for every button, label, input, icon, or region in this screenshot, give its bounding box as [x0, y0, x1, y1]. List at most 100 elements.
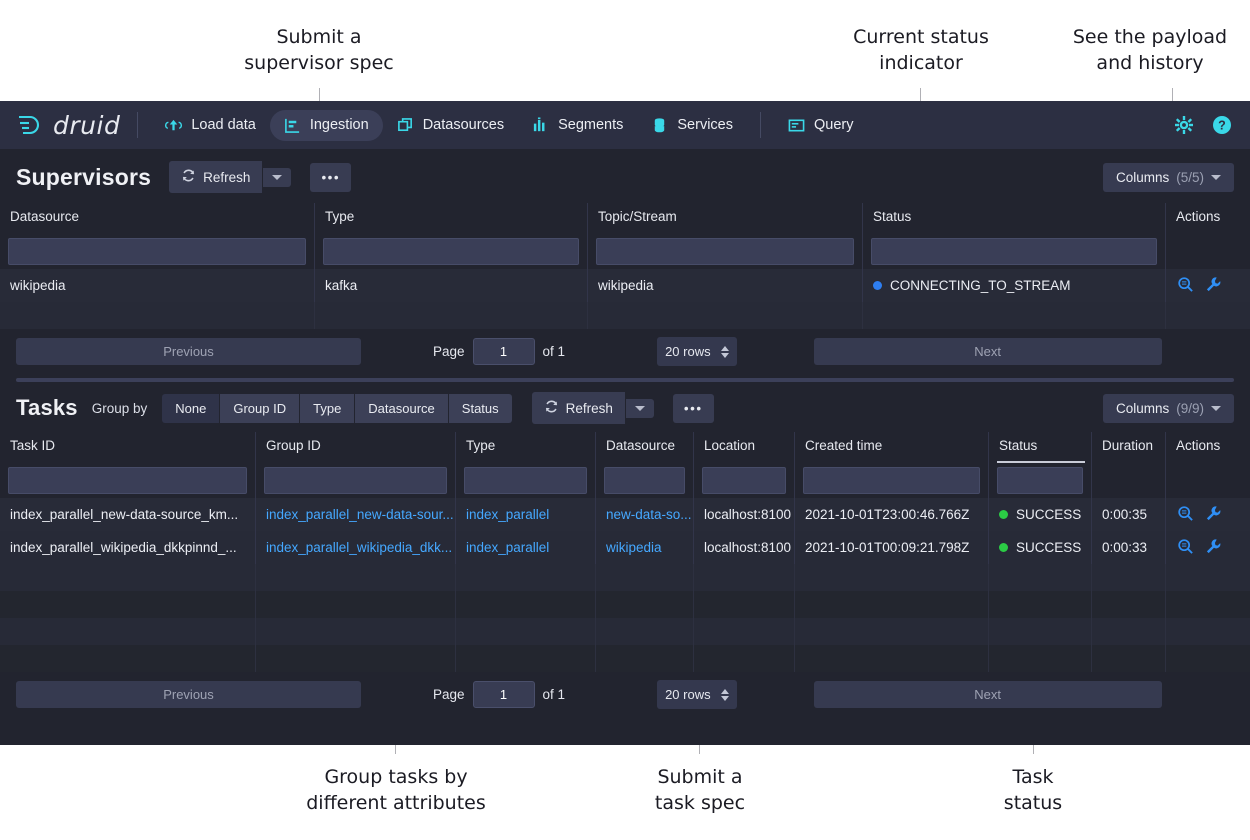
task-actions — [1166, 498, 1250, 531]
tasks-empty-row — [0, 591, 1250, 618]
tasks-filter-task-id[interactable] — [8, 467, 247, 494]
supervisors-header-actions[interactable]: Actions — [1176, 209, 1221, 224]
svg-text:?: ? — [1218, 119, 1226, 133]
tasks-filter-location[interactable] — [702, 467, 786, 494]
upload-cloud-icon — [165, 117, 183, 134]
supervisors-columns-button[interactable]: Columns (5/5) — [1102, 162, 1234, 192]
supervisors-refresh-dropdown[interactable] — [263, 167, 292, 187]
nav-item-load-data[interactable]: Load data — [151, 110, 270, 141]
groupby-none[interactable]: None — [162, 393, 220, 423]
tasks-previous-button[interactable]: Previous — [16, 681, 361, 708]
nav-item-services[interactable]: Services — [637, 110, 747, 141]
callout-see-payload-history: See the payload and history — [1072, 26, 1228, 74]
task-duration: 0:00:33 — [1092, 531, 1166, 564]
task-id: index_parallel_wikipedia_dkkpinnd_... — [0, 531, 256, 564]
chevron-down-icon — [272, 174, 283, 180]
magnify-icon[interactable] — [1177, 538, 1194, 558]
task-datasource[interactable]: new-data-so... — [596, 498, 694, 531]
supervisors-page-input[interactable] — [472, 338, 535, 365]
supervisors-header-datasource[interactable]: Datasource — [0, 203, 315, 234]
supervisors-columns-label: Columns — [1115, 169, 1170, 185]
supervisors-filter-type[interactable] — [323, 238, 579, 265]
task-location: localhost:8100 — [694, 498, 795, 531]
tasks-header-created-time[interactable]: Created time — [795, 432, 989, 463]
tasks-groupby-label: Group by — [91, 400, 148, 416]
supervisors-page-label: Page — [433, 344, 465, 359]
supervisors-next-button[interactable]: Next — [813, 338, 1162, 365]
tasks-empty-row — [0, 564, 1250, 591]
task-type[interactable]: index_parallel — [456, 531, 596, 564]
tasks-table-row[interactable]: index_parallel_wikipedia_dkkpinnd_... in… — [0, 531, 1250, 564]
groupby-type[interactable]: Type — [300, 393, 355, 423]
supervisors-more-button[interactable]: ••• — [310, 162, 352, 192]
supervisors-rows-select[interactable]: 20 rows — [657, 337, 737, 366]
task-type[interactable]: index_parallel — [456, 498, 596, 531]
tasks-header-status[interactable]: Status — [989, 432, 1092, 463]
wrench-icon[interactable] — [1205, 276, 1222, 296]
magnify-icon[interactable] — [1177, 276, 1194, 296]
tasks-header-type[interactable]: Type — [456, 432, 596, 463]
chevron-down-icon — [634, 405, 645, 411]
tasks-header-datasource[interactable]: Datasource — [596, 432, 694, 463]
status-dot-icon — [999, 510, 1008, 519]
supervisors-rows-value: 20 rows — [665, 344, 711, 359]
task-group-id[interactable]: index_parallel_wikipedia_dkk... — [256, 531, 456, 564]
supervisors-header-type[interactable]: Type — [315, 203, 588, 234]
task-created-time: 2021-10-01T00:09:21.798Z — [795, 531, 989, 564]
supervisors-header-status[interactable]: Status — [863, 203, 1166, 234]
task-actions — [1166, 531, 1250, 564]
tasks-more-button[interactable]: ••• — [672, 393, 714, 423]
groupby-status[interactable]: Status — [448, 393, 512, 423]
nav-item-query[interactable]: Query — [774, 110, 868, 141]
task-group-id[interactable]: index_parallel_new-data-sour... — [256, 498, 456, 531]
tasks-refresh-dropdown[interactable] — [625, 398, 654, 418]
tasks-filter-created-time[interactable] — [803, 467, 980, 494]
tasks-table-row[interactable]: index_parallel_new-data-source_km... ind… — [0, 498, 1250, 531]
tasks-header-location[interactable]: Location — [694, 432, 795, 463]
supervisors-filter-datasource[interactable] — [8, 238, 306, 265]
wrench-icon[interactable] — [1205, 505, 1222, 525]
supervisors-toolbar: Supervisors Refresh ••• Columns (5/5) — [0, 149, 1250, 203]
tasks-next-button[interactable]: Next — [813, 681, 1162, 708]
supervisors-header-topic[interactable]: Topic/Stream — [588, 203, 863, 234]
tasks-page-input[interactable] — [472, 681, 535, 708]
tasks-rows-select[interactable]: 20 rows — [657, 680, 737, 709]
supervisors-columns-count: (5/5) — [1176, 169, 1204, 185]
supervisors-table-row[interactable]: wikipedia kafka wikipedia CONNECTING_TO_… — [0, 269, 1250, 302]
help-icon[interactable]: ? — [1212, 115, 1232, 135]
magnify-icon[interactable] — [1177, 505, 1194, 525]
tasks-header-task-id[interactable]: Task ID — [0, 432, 256, 463]
tasks-header-duration[interactable]: Duration — [1092, 432, 1166, 463]
tasks-filter-datasource[interactable] — [604, 467, 685, 494]
tasks-columns-button[interactable]: Columns (9/9) — [1102, 393, 1234, 423]
callout-group-tasks: Group tasks by different attributes — [306, 766, 486, 814]
nav-item-segments[interactable]: Segments — [518, 110, 637, 141]
task-status-label: SUCCESS — [1016, 540, 1082, 555]
druid-logo[interactable]: druid — [16, 111, 124, 140]
supervisors-refresh-button[interactable]: Refresh — [169, 161, 263, 193]
callout-current-status-indicator: Current status indicator — [853, 26, 989, 74]
supervisors-filter-status[interactable] — [871, 238, 1157, 265]
tasks-header-row: Task ID Group ID Type Datasource Locatio… — [0, 432, 1250, 463]
tasks-filter-type[interactable] — [464, 467, 587, 494]
task-datasource[interactable]: wikipedia — [596, 531, 694, 564]
groupby-datasource[interactable]: Datasource — [355, 393, 448, 423]
nav-item-datasources[interactable]: Datasources — [383, 110, 518, 141]
wrench-icon[interactable] — [1205, 538, 1222, 558]
tasks-filter-group-id[interactable] — [264, 467, 447, 494]
supervisors-title: Supervisors — [16, 163, 152, 190]
supervisors-previous-button[interactable]: Previous — [16, 338, 361, 365]
datasources-icon — [397, 117, 414, 134]
nav-right-actions: ? — [1174, 115, 1236, 135]
gear-icon[interactable] — [1174, 115, 1194, 135]
tasks-header-group-id[interactable]: Group ID — [256, 432, 456, 463]
tasks-refresh-group: Refresh — [531, 392, 654, 424]
tasks-header-actions[interactable]: Actions — [1176, 438, 1221, 453]
tasks-filter-status[interactable] — [997, 467, 1083, 494]
tasks-refresh-button[interactable]: Refresh — [531, 392, 625, 424]
supervisors-filter-topic[interactable] — [596, 238, 854, 265]
nav-divider — [137, 112, 139, 138]
nav-item-ingestion[interactable]: Ingestion — [269, 109, 383, 141]
groupby-group-id[interactable]: Group ID — [220, 393, 300, 423]
section-separator[interactable] — [16, 378, 1234, 382]
